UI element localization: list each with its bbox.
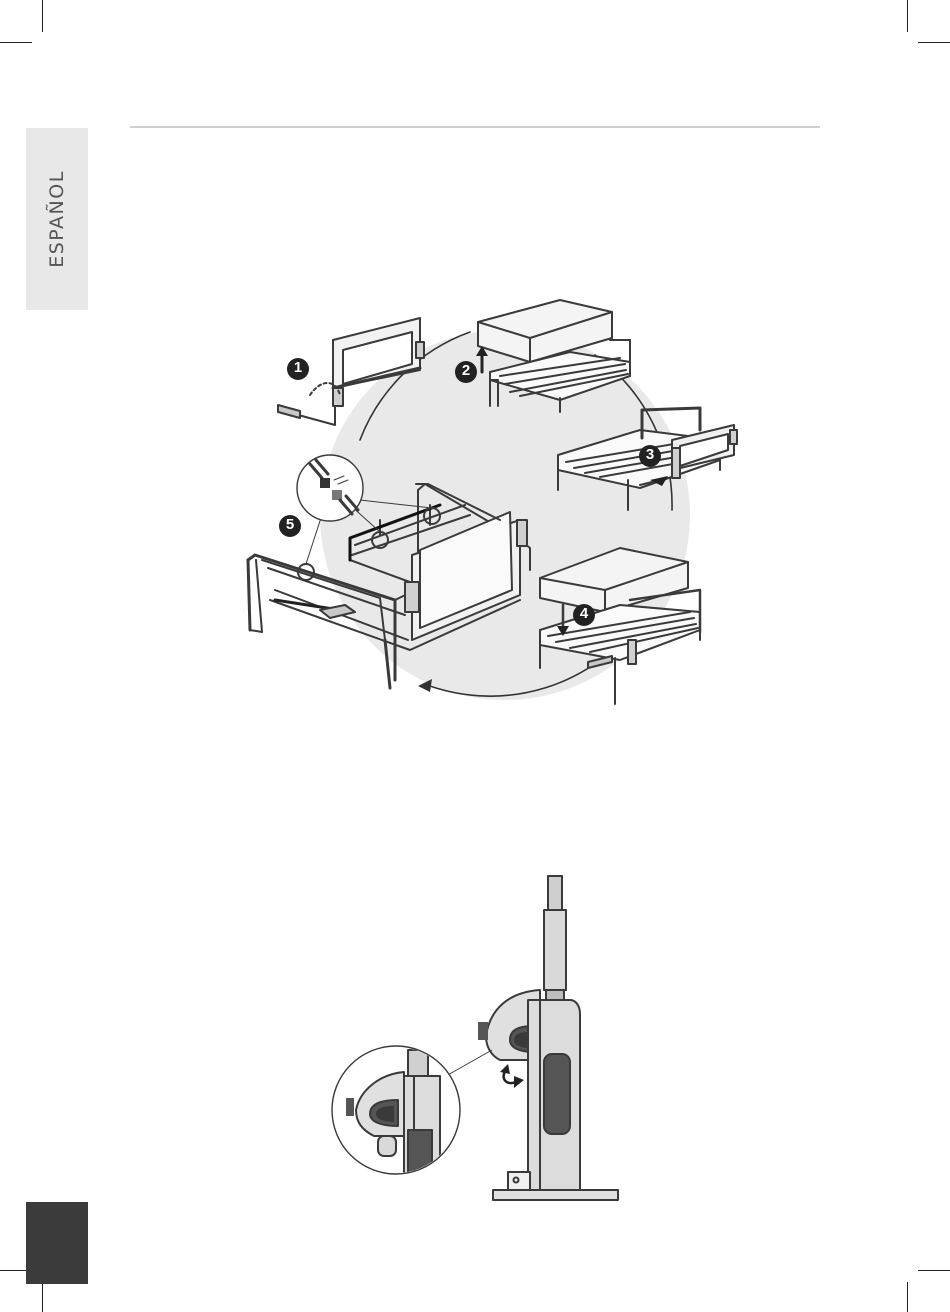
upper-pole <box>548 876 562 910</box>
slot-window <box>544 1054 570 1134</box>
bracket-zoom-circle <box>332 1046 460 1180</box>
base-plate <box>493 1190 618 1200</box>
lower-pole <box>544 910 566 990</box>
